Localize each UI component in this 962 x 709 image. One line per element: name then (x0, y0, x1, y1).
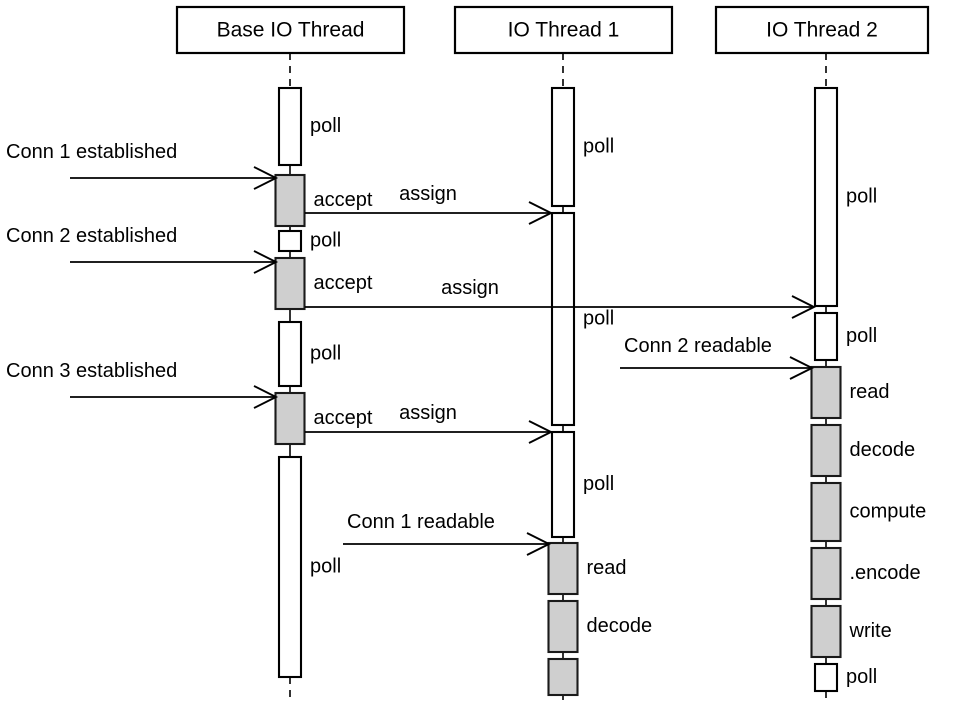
lifeline-header-base[interactable]: Base IO Thread (175, 5, 406, 55)
activation-label: accept (314, 272, 373, 294)
activation-base-poll[interactable] (277, 86, 303, 167)
activation-base-poll[interactable] (277, 320, 303, 388)
activation-io2-poll[interactable] (813, 86, 839, 308)
message-label: Conn 2 established (6, 225, 177, 247)
activation-label: poll (846, 666, 877, 688)
lifeline-header-box[interactable] (175, 5, 406, 55)
activation-io2-poll[interactable] (813, 311, 839, 362)
activation-label: decode (587, 615, 653, 637)
activation-label: poll (846, 325, 877, 347)
activation-label: poll (310, 115, 341, 137)
message-5: assign (305, 402, 554, 444)
message-arrowhead (253, 250, 279, 274)
lifeline-header-box[interactable] (453, 5, 674, 55)
message-arrowhead (791, 295, 817, 319)
activation-io2-decode[interactable] (810, 423, 842, 478)
message-7: Conn 1 readable (343, 511, 552, 556)
message-4: assign (305, 277, 817, 319)
message-label: Conn 1 readable (347, 511, 495, 533)
activation-base-poll[interactable] (277, 229, 303, 253)
activation-io1-unlabeled[interactable] (547, 657, 579, 697)
lifeline-header-label: IO Thread 1 (508, 19, 620, 42)
message-2: Conn 3 established (6, 360, 279, 409)
activation-label: decode (850, 439, 916, 461)
lifeline-header-box[interactable] (714, 5, 930, 55)
activation-base-accept[interactable] (274, 391, 306, 446)
message-1: Conn 2 established (6, 225, 279, 274)
activation-base-accept[interactable] (274, 173, 306, 228)
lifeline-header-io1[interactable]: IO Thread 1 (453, 5, 674, 55)
message-0: Conn 1 established (6, 141, 279, 190)
message-3: assign (305, 183, 554, 225)
activation-io1-poll[interactable] (550, 86, 576, 208)
activation-io1-read[interactable] (547, 541, 579, 596)
activation-io1-poll[interactable] (550, 211, 576, 427)
message-6: Conn 2 readable (620, 335, 815, 380)
message-arrowhead (528, 201, 554, 225)
message-label: assign (399, 402, 457, 424)
activation-label: read (850, 381, 890, 403)
activation-label: compute (850, 500, 927, 522)
activation-label: poll (310, 229, 341, 251)
message-label: Conn 1 established (6, 141, 177, 163)
activation-label: read (587, 557, 627, 579)
lifeline-header-label: Base IO Thread (217, 19, 365, 42)
activation-label: .encode (850, 562, 921, 584)
activation-label: accept (314, 189, 373, 211)
message-arrowhead (526, 532, 552, 556)
activation-base-accept[interactable] (274, 256, 306, 311)
activations-layer: poll accept poll accept poll accept poll poll po… (274, 86, 927, 697)
activation-label: poll (583, 473, 614, 495)
lifeline-headers-layer: Base IO Thread IO Thread 1 IO Thread 2 (175, 5, 930, 55)
activation-label: accept (314, 407, 373, 429)
activation-io2-poll[interactable] (813, 662, 839, 693)
activation-label: write (849, 620, 892, 642)
activation-label: poll (583, 307, 614, 329)
activation-io2-compute[interactable] (810, 481, 842, 543)
activation-io2-read[interactable] (810, 365, 842, 420)
activation-base-poll[interactable] (277, 455, 303, 679)
message-arrowhead (789, 356, 815, 380)
message-label: Conn 2 readable (624, 335, 772, 357)
message-label: assign (441, 277, 499, 299)
activation-label: poll (310, 555, 341, 577)
activation-io1-poll[interactable] (550, 430, 576, 539)
message-arrowhead (253, 166, 279, 190)
message-arrowhead (528, 420, 554, 444)
activation-label: poll (846, 185, 877, 207)
activation-io2-encode[interactable] (810, 546, 842, 601)
lifeline-header-io2[interactable]: IO Thread 2 (714, 5, 930, 55)
message-label: Conn 3 established (6, 360, 177, 382)
activation-io1-decode[interactable] (547, 599, 579, 654)
lifeline-header-label: IO Thread 2 (766, 19, 878, 42)
activation-label: poll (310, 342, 341, 364)
message-arrowhead (253, 385, 279, 409)
message-label: assign (399, 183, 457, 205)
activation-label: poll (583, 135, 614, 157)
activation-io2-write[interactable] (810, 604, 842, 659)
